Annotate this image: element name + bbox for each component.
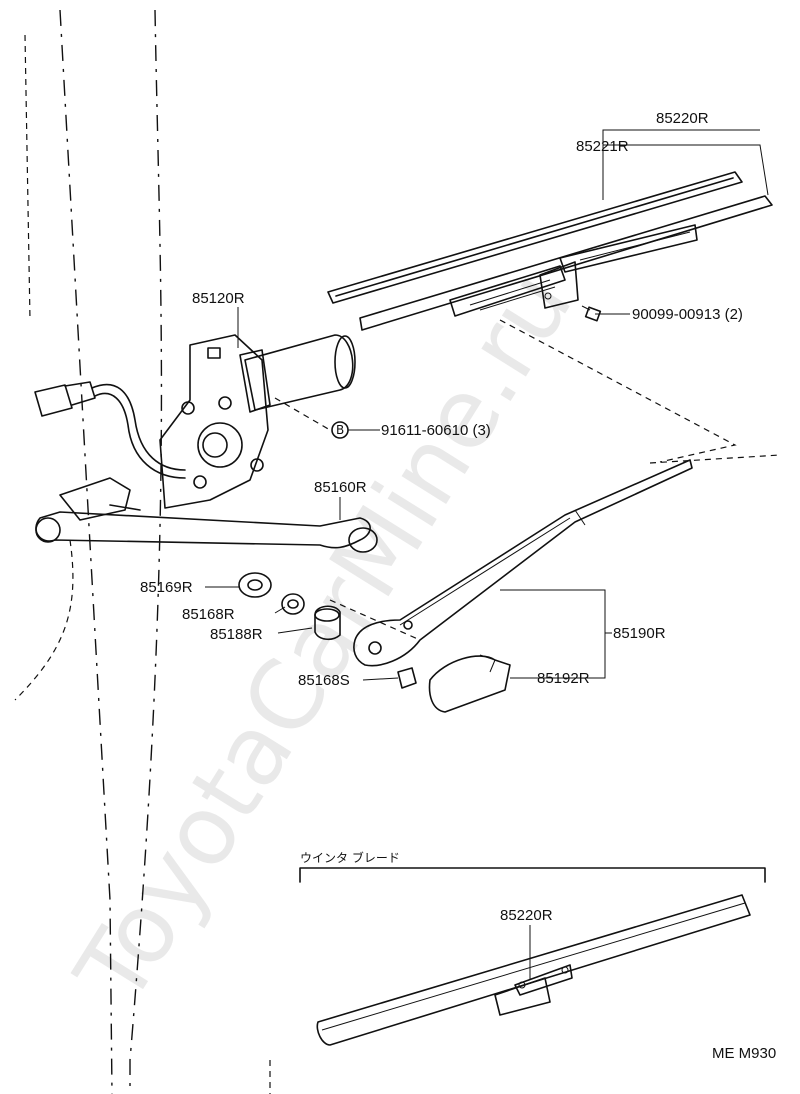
label-blade-rubber: 85221R: [576, 138, 629, 155]
label-bolt: 91611-60610 (3): [381, 422, 491, 439]
wiper-motor: [159, 334, 356, 509]
label-nut: 85168S: [298, 672, 350, 689]
label-cushion-a: 85169R: [140, 579, 193, 596]
winter-blade-section: [299, 867, 766, 1046]
bolt-marker-label: B: [336, 423, 344, 437]
label-pivot-cap: 85188R: [210, 626, 263, 643]
label-motor: 85120R: [192, 290, 245, 307]
label-link: 85160R: [314, 479, 367, 496]
bolt-marker-circle: [331, 421, 349, 439]
wire-harness: [34, 381, 186, 479]
drawing-code: ME M930: [712, 1045, 776, 1062]
pivot-parts: [238, 572, 417, 689]
wiper-arm: [353, 459, 693, 713]
label-blade-assembly: 85220R: [656, 110, 709, 127]
wiper-link: [35, 477, 378, 553]
leader-lines: [205, 129, 769, 980]
label-screw: 90099-00913 (2): [632, 306, 743, 323]
assembly-lines: [274, 319, 781, 641]
label-winter-blade-heading: ウインタ ブレード: [300, 850, 400, 865]
label-winter-blade: 85220R: [500, 907, 553, 924]
label-arm-assembly: 85190R: [613, 625, 666, 642]
label-cushion-b: 85168R: [182, 606, 235, 623]
wiper-blade-assembly: [327, 171, 773, 331]
label-arm-cover: 85192R: [537, 670, 590, 687]
screw-part: [581, 305, 602, 322]
